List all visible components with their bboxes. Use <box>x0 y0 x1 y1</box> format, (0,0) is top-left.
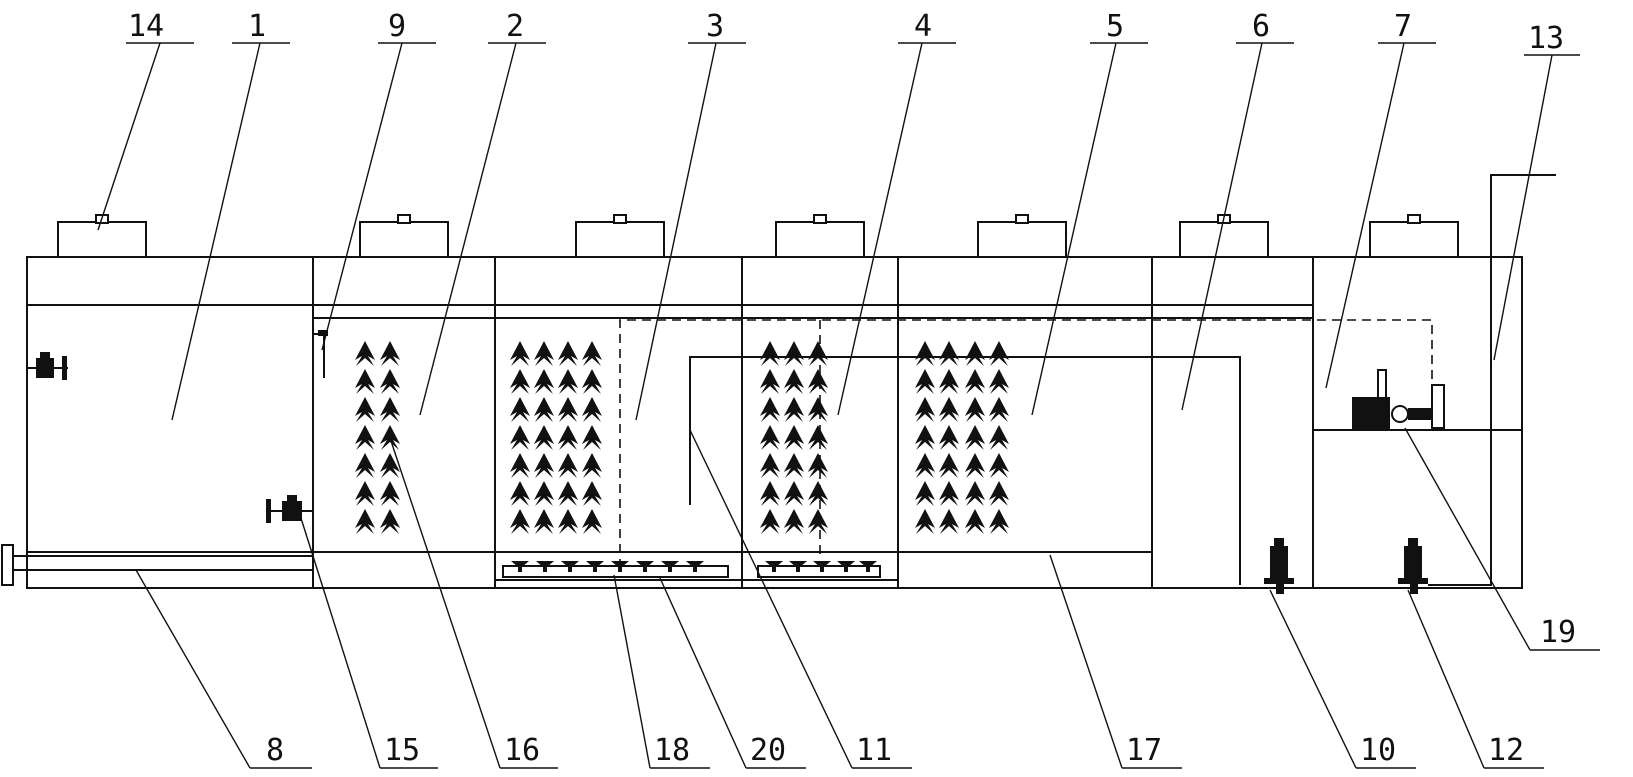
inlet-pipe <box>1 544 313 586</box>
label-20: 20 <box>750 733 786 768</box>
label-13: 13 <box>1528 21 1564 56</box>
filler-group-aerobic-1 <box>510 341 602 534</box>
label-2: 2 <box>506 9 524 44</box>
blower-19 <box>1352 369 1445 429</box>
aeration-pipe-18 <box>502 561 729 578</box>
valve-upper <box>27 352 68 380</box>
filler-group-16 <box>355 341 400 534</box>
label-5: 5 <box>1106 9 1124 44</box>
label-12: 12 <box>1488 733 1524 768</box>
filler-group-aerobic-2 <box>760 341 828 534</box>
label-17: 17 <box>1126 733 1162 768</box>
label-4: 4 <box>914 9 932 44</box>
label-3: 3 <box>706 9 724 44</box>
label-9: 9 <box>388 9 406 44</box>
manhole-cover-6 <box>1179 214 1269 258</box>
manhole-cover-7 <box>1369 214 1459 258</box>
label-8: 8 <box>266 733 284 768</box>
compartment-walls <box>312 257 1522 588</box>
filler-group-5 <box>915 341 1009 534</box>
label-15: 15 <box>384 733 420 768</box>
tank-body <box>26 256 1523 589</box>
label-1: 1 <box>248 9 266 44</box>
filler-col <box>355 341 375 534</box>
manhole-cover-5 <box>977 214 1067 258</box>
pump-12 <box>1398 174 1556 594</box>
pump-10 <box>1264 538 1294 594</box>
manhole-cover-3 <box>575 214 665 258</box>
manhole-cover-2 <box>359 214 449 258</box>
manhole-covers <box>57 214 1459 258</box>
label-16: 16 <box>504 733 540 768</box>
manhole-cover-4 <box>775 214 865 258</box>
part-labels: 14 1 9 2 3 4 5 6 7 13 8 15 16 18 20 11 1… <box>128 9 1576 768</box>
label-18: 18 <box>654 733 690 768</box>
label-6: 6 <box>1252 9 1270 44</box>
label-7: 7 <box>1394 9 1412 44</box>
manhole-cover-1 <box>57 214 147 258</box>
label-14: 14 <box>128 9 164 44</box>
label-19: 19 <box>1540 615 1576 650</box>
label-11: 11 <box>856 733 892 768</box>
valve-15 <box>266 495 313 523</box>
leader-lines <box>97 42 1600 769</box>
aeration-pipe-2 <box>757 561 881 578</box>
label-10: 10 <box>1360 733 1396 768</box>
overflow-pipe-9 <box>313 330 328 378</box>
